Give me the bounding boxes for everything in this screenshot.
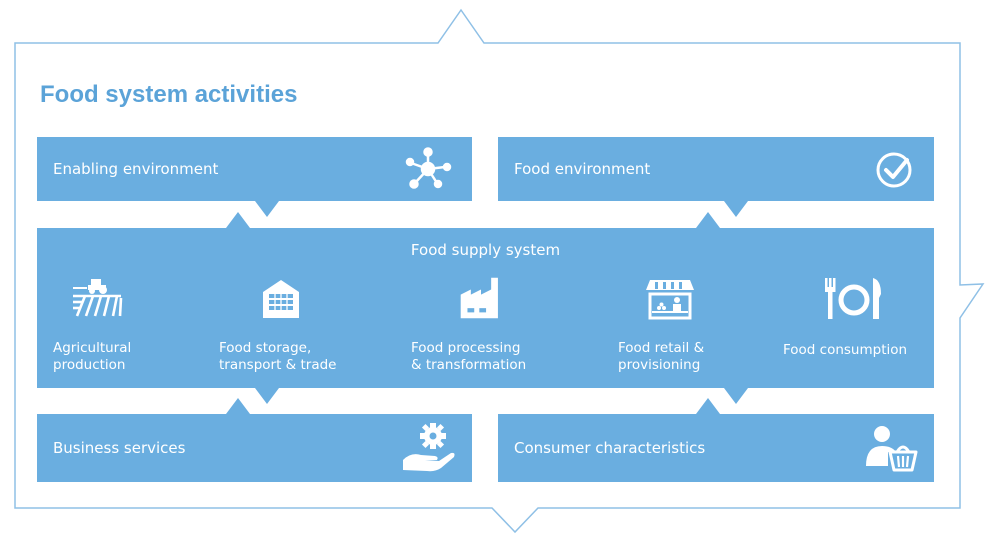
activity-food-consumption: Food consumption	[783, 276, 943, 358]
cutlery-plate-icon	[825, 278, 881, 319]
food-env-pointer-up	[696, 212, 720, 228]
enabling-pointer-up	[226, 212, 250, 228]
enabling-pointer-down	[255, 201, 279, 217]
consumer-pointer-up	[696, 398, 720, 414]
business-services-box: Business services	[37, 414, 472, 482]
activity-line: Food storage,	[219, 340, 312, 356]
activity-agricultural-production: Agricultural production	[53, 276, 213, 373]
network-hub-icon	[405, 147, 452, 189]
activity-line: production	[53, 357, 126, 373]
enabling-environment-box: Enabling environment	[37, 137, 472, 201]
business-pointer-up	[226, 398, 250, 414]
diagram-title: Food system activities	[40, 81, 298, 108]
consumer-characteristics-box: Consumer characteristics	[498, 414, 934, 482]
consumer-pointer-down	[724, 388, 748, 404]
activity-label-food-storage: Food storage, transport & trade	[219, 340, 336, 374]
consumer-characteristics-label: Consumer characteristics	[514, 439, 706, 457]
activity-label-food-retail: Food retail & provisioning	[618, 340, 704, 374]
factory-icon	[460, 277, 498, 319]
activity-line: Food processing	[411, 340, 521, 356]
activity-food-processing: Food processing & transformation	[411, 276, 571, 373]
food-supply-system-title: Food supply system	[410, 241, 561, 259]
tractor-field-icon	[73, 279, 123, 317]
activity-food-retail: Food retail & provisioning	[618, 276, 778, 373]
business-services-label: Business services	[53, 439, 186, 457]
activity-line: Food retail &	[618, 340, 705, 356]
business-pointer-down	[255, 388, 279, 404]
food-environment-box: Food environment	[498, 137, 934, 201]
food-env-pointer-down	[724, 201, 748, 217]
activity-food-storage: Food storage, transport & trade	[219, 276, 379, 373]
activity-label-food-processing: Food processing & transformation	[411, 340, 526, 374]
food-supply-system-box: Food supply system Agricultural producti…	[37, 228, 934, 388]
hand-gear-icon	[403, 423, 455, 472]
activity-label-food-consumption: Food consumption	[783, 342, 907, 359]
activity-line: Agricultural	[53, 340, 132, 356]
food-environment-label: Food environment	[514, 160, 651, 178]
activity-line: provisioning	[618, 357, 701, 373]
activity-line: & transformation	[411, 357, 527, 373]
check-circle-icon	[876, 152, 912, 188]
activity-label-agricultural-production: Agricultural production	[53, 340, 131, 374]
activity-line: transport & trade	[219, 357, 337, 373]
activity-line: Food consumption	[783, 342, 908, 358]
warehouse-icon	[263, 280, 299, 318]
person-basket-icon	[866, 426, 918, 472]
enabling-environment-label: Enabling environment	[53, 160, 219, 178]
market-stall-icon	[646, 280, 694, 320]
